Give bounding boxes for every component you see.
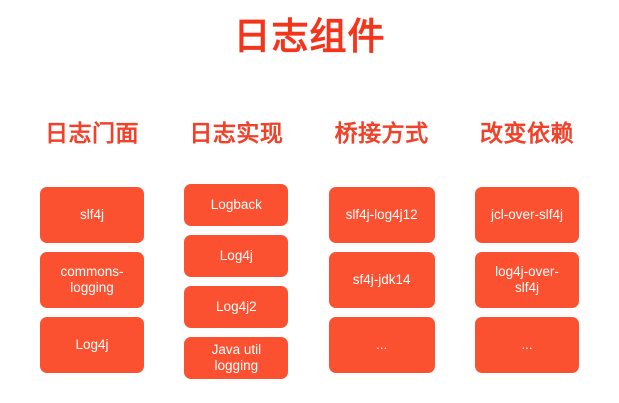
- card-label: sf4j-jdk14: [352, 272, 411, 287]
- column-header-bridging: 桥接方式: [334, 120, 429, 146]
- card-stack-dependency-change: jcl-over-slf4j log4j-over- slf4j ...: [474, 187, 579, 373]
- card-commons-logging[interactable]: commons- logging: [40, 252, 144, 308]
- category-columns: 日志门面 slf4j commons- logging Log4j 日志实现 L…: [40, 118, 579, 379]
- card-label: ...: [521, 337, 533, 352]
- card-label: Log4j: [75, 337, 109, 352]
- card-stack-bridging: slf4j-log4j12 sf4j-jdk14 ...: [328, 187, 435, 373]
- card-stack-log-implementation: Logback Log4j Log4j2 Java util logging: [184, 184, 289, 379]
- card-stack-log-facade: slf4j commons- logging Log4j: [40, 187, 144, 373]
- card-label: Java util logging: [211, 342, 262, 373]
- card-label: Logback: [210, 197, 262, 212]
- column-header-log-facade: 日志门面: [45, 120, 139, 146]
- card-label: slf4j: [79, 207, 104, 222]
- card-sf4j-jdk14[interactable]: sf4j-jdk14: [328, 252, 435, 308]
- card-log4j[interactable]: Log4j: [184, 235, 289, 277]
- card-label: slf4j-log4j12: [345, 207, 418, 222]
- card-bridging-ellipsis[interactable]: ...: [328, 317, 435, 373]
- card-slf4j[interactable]: slf4j: [40, 187, 144, 243]
- column-header-dependency-change: 改变依赖: [479, 120, 574, 146]
- card-label: ...: [376, 337, 388, 352]
- card-slf4j-log4j12[interactable]: slf4j-log4j12: [328, 187, 435, 243]
- card-logback[interactable]: Logback: [184, 184, 289, 226]
- card-jcl-over-slf4j[interactable]: jcl-over-slf4j: [474, 187, 579, 243]
- column-header-log-implementation: 日志实现: [189, 120, 284, 146]
- card-label: Log4j2: [216, 299, 257, 314]
- card-java-util-logging[interactable]: Java util logging: [184, 337, 289, 379]
- column-dependency-change: 改变依赖 jcl-over-slf4j log4j-over- slf4j ..…: [474, 118, 579, 373]
- card-log4j-over-slf4j[interactable]: log4j-over- slf4j: [474, 252, 579, 308]
- column-log-implementation: 日志实现 Logback Log4j Log4j2 Java util logg…: [184, 118, 289, 379]
- column-log-facade: 日志门面 slf4j commons- logging Log4j: [40, 118, 144, 373]
- card-label: log4j-over- slf4j: [495, 264, 559, 295]
- card-dependency-ellipsis[interactable]: ...: [474, 317, 579, 373]
- column-bridging: 桥接方式 slf4j-log4j12 sf4j-jdk14 ...: [328, 118, 435, 373]
- card-label: Log4j: [219, 248, 253, 263]
- card-label: jcl-over-slf4j: [490, 207, 563, 222]
- page-title: 日志组件: [233, 16, 386, 57]
- card-log4j[interactable]: Log4j: [40, 317, 144, 373]
- card-label: commons- logging: [60, 264, 124, 295]
- card-log4j2[interactable]: Log4j2: [184, 286, 289, 328]
